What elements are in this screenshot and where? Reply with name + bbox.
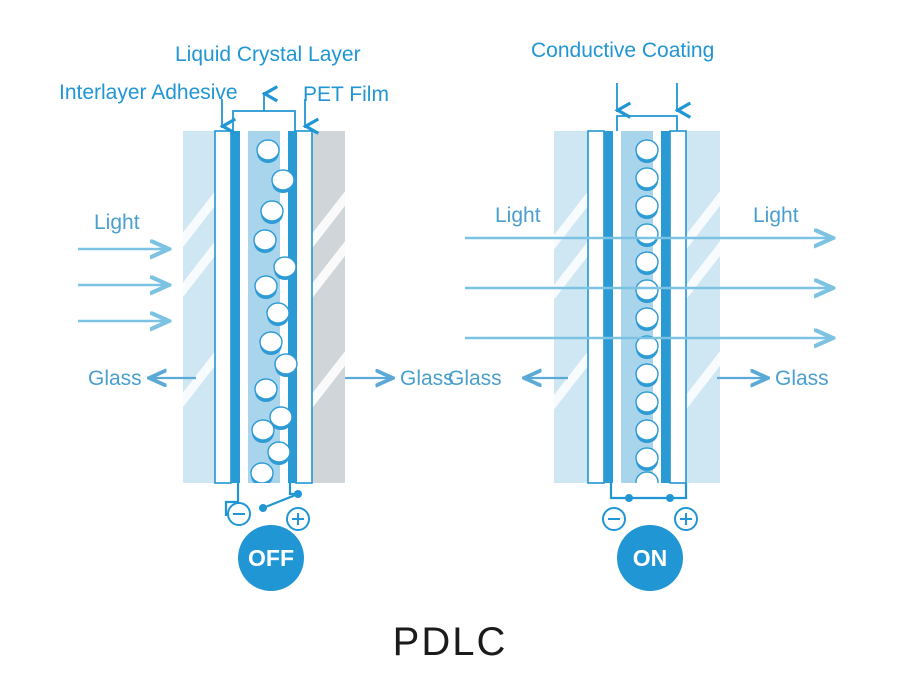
- off-electrode-positive: [286, 507, 310, 531]
- lc-particle: [635, 223, 659, 247]
- on-glass-left-label: Glass: [448, 367, 502, 390]
- lc-particle: [635, 447, 659, 471]
- off-switch-pivot: [294, 490, 302, 498]
- lc-particle: [254, 275, 278, 299]
- lc-particle: [271, 169, 295, 193]
- on-electrode-positive: [674, 507, 698, 531]
- on-callout-lines: [614, 83, 692, 131]
- on-interlayer-adhesive-left: [587, 130, 605, 484]
- off-lc-particles: [250, 139, 298, 483]
- on-state-badge[interactable]: [617, 525, 683, 591]
- lc-particle: [635, 363, 659, 387]
- off-glass-left-shine: [183, 191, 215, 408]
- lc-particle: [254, 378, 278, 402]
- off-light-in-label: Light: [94, 211, 140, 234]
- lc-particle: [635, 251, 659, 275]
- off-glass-right: [311, 131, 345, 483]
- off-electrode-negative: [227, 502, 251, 526]
- off-switch-contact: [259, 504, 267, 512]
- on-electrode-negative: [602, 507, 626, 531]
- on-light-out-label: Light: [753, 204, 799, 227]
- lc-particle: [267, 441, 291, 465]
- lc-particle: [260, 200, 284, 224]
- on-pet-film-left: [613, 131, 621, 483]
- label-interlayer-adhesive: Interlayer Adhesive: [59, 81, 238, 104]
- lc-particle: [635, 307, 659, 331]
- lc-particle: [635, 471, 659, 483]
- label-pet-film: PET Film: [303, 83, 389, 106]
- lc-particle: [251, 419, 275, 443]
- lc-particle: [274, 353, 298, 377]
- lc-particle: [256, 139, 280, 163]
- lc-particle: [635, 279, 659, 303]
- lc-particle: [635, 167, 659, 191]
- off-glass-right-label: Glass: [400, 367, 454, 390]
- on-pet-film-right: [653, 131, 661, 483]
- off-light-rays-in: [78, 249, 168, 321]
- lc-particle: [253, 229, 277, 253]
- label-conductive-coating: Conductive Coating: [531, 39, 714, 62]
- on-glass-right: [686, 131, 720, 483]
- diagram-title: PDLC: [393, 620, 508, 664]
- on-state-label: ON: [633, 545, 668, 571]
- off-panel: Liquid Crystal Layer Interlayer Adhesive…: [59, 43, 454, 591]
- off-conductive-coating-right: [288, 131, 297, 483]
- off-glass-right-shine: [311, 191, 345, 410]
- on-switch-contact-right: [666, 494, 674, 502]
- off-interlayer-adhesive-right: [295, 130, 313, 484]
- on-glass-left: [554, 131, 588, 483]
- on-conductive-coating-right: [661, 131, 670, 483]
- on-glass-right-label: Glass: [775, 367, 829, 390]
- lc-particle: [635, 419, 659, 443]
- off-pet-film-left: [240, 131, 248, 483]
- on-interlayer-adhesive-right: [669, 130, 687, 484]
- off-glass-left: [183, 131, 215, 483]
- on-circuit: [609, 483, 688, 500]
- on-glass-right-shine: [686, 191, 720, 410]
- on-light-rays: [465, 238, 832, 338]
- off-state-label: OFF: [248, 545, 294, 571]
- lc-particle: [273, 256, 297, 280]
- lc-particle: [635, 335, 659, 359]
- off-callout-lines: [219, 85, 320, 135]
- label-liquid-crystal-layer: Liquid Crystal Layer: [175, 43, 361, 66]
- on-conductive-coating-left: [604, 131, 613, 483]
- lc-particle: [635, 139, 659, 163]
- off-glass-left-label: Glass: [88, 367, 142, 390]
- on-light-in-label: Light: [495, 204, 541, 227]
- on-panel: Conductive Coating Light Light Glass Gla…: [448, 39, 832, 591]
- on-glass-left-shine: [554, 191, 588, 410]
- lc-particle: [635, 195, 659, 219]
- lc-particle: [269, 406, 293, 430]
- off-interlayer-adhesive-left: [214, 130, 232, 484]
- lc-particle: [259, 331, 283, 355]
- off-conductive-coating-left: [231, 131, 240, 483]
- lc-particle: [250, 462, 274, 483]
- off-state-badge[interactable]: [238, 525, 304, 591]
- lc-particle: [266, 302, 290, 326]
- on-switch-contact-left: [625, 494, 633, 502]
- lc-particle: [635, 391, 659, 415]
